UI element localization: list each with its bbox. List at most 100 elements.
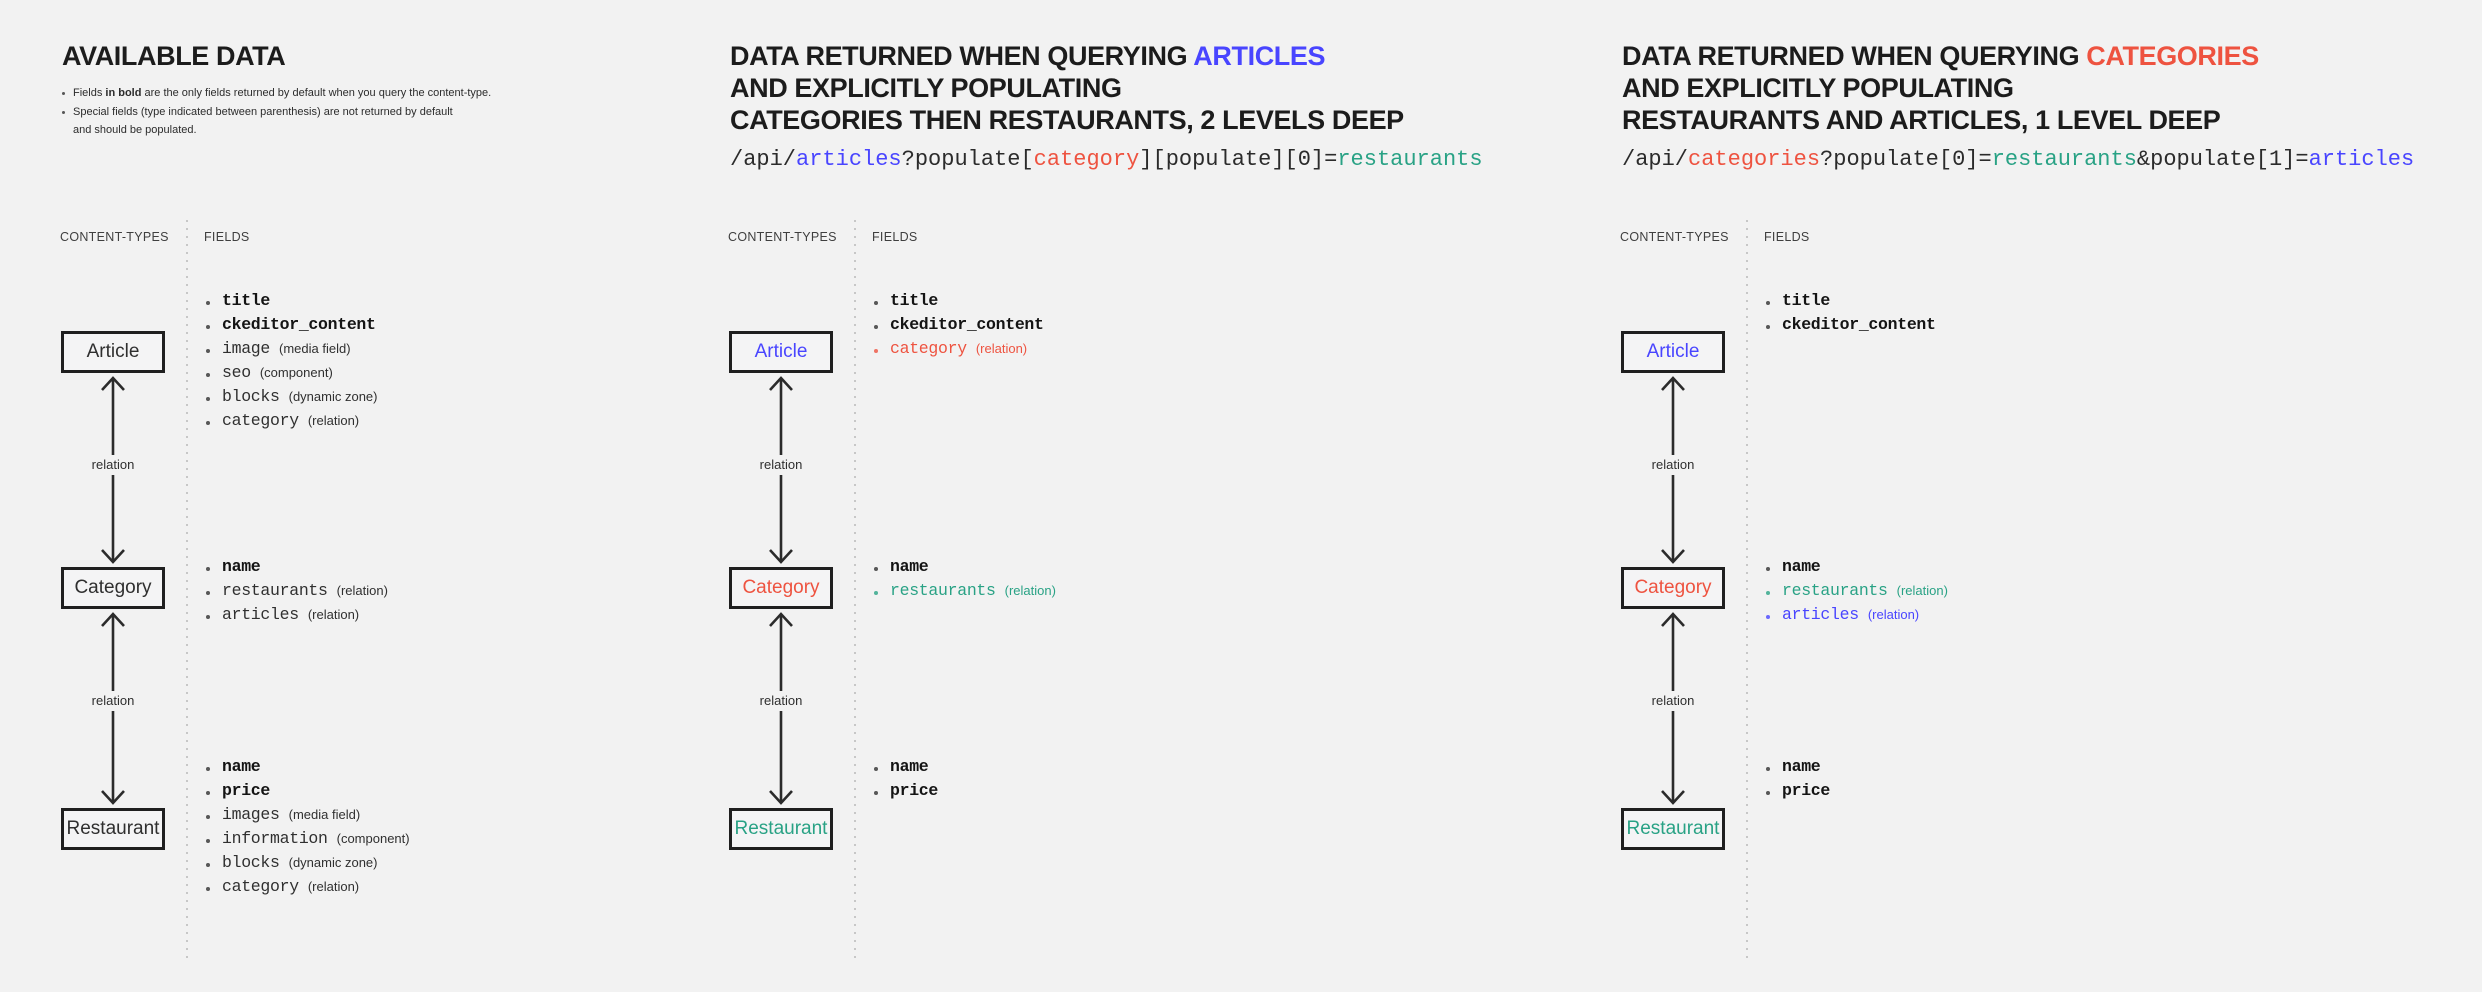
- field-type: (relation): [307, 413, 360, 428]
- bullet-dot: [206, 615, 210, 619]
- field-name: ckeditor_content: [890, 315, 1044, 334]
- field-row-articles: articles (relation): [1764, 605, 1948, 629]
- field-row-title: title: [872, 291, 1044, 315]
- node-box-restaurant: Restaurant: [729, 808, 833, 850]
- bullet-dot: [206, 301, 210, 305]
- node-box-article: Article: [729, 331, 833, 373]
- bullet-dot: [874, 325, 878, 329]
- field-name: title: [890, 291, 939, 310]
- field-name: price: [1782, 781, 1831, 800]
- arrowhead-icon: [1661, 612, 1685, 627]
- note-line: Fields in bold are the only fields retur…: [73, 84, 491, 103]
- field-name: articles: [222, 605, 299, 624]
- field-type: (relation): [336, 583, 388, 598]
- bullet-dot: [874, 591, 878, 595]
- bullet-dot: [206, 815, 210, 819]
- content-types-label: CONTENT-TYPES: [728, 230, 837, 244]
- bullet-dot: [1766, 767, 1770, 771]
- arrowhead-icon: [101, 376, 125, 391]
- node-label: Restaurant: [66, 818, 160, 839]
- title-highlight: CATEGORIES: [2086, 41, 2259, 71]
- field-name: image: [222, 339, 271, 358]
- field-name: images: [222, 805, 280, 824]
- field-row-images: images(media field): [204, 805, 410, 829]
- bullet-dot: [206, 397, 210, 401]
- api-url-segment: ?populate[0]=: [1820, 147, 1992, 172]
- field-row-name: name: [1764, 557, 1948, 581]
- bullet-dot: [206, 767, 210, 771]
- field-name: articles: [1782, 605, 1859, 624]
- bullet-dot: [1766, 301, 1770, 305]
- field-type: (relation): [307, 879, 360, 894]
- bullet-dot: [1766, 567, 1770, 571]
- field-row-restaurants: restaurants(relation): [1764, 581, 1948, 605]
- field-name: price: [222, 781, 271, 800]
- api-url-segment: restaurants: [1991, 147, 2137, 172]
- field-name: name: [222, 557, 261, 576]
- relation-label-text: relation: [87, 691, 139, 711]
- field-name: title: [1782, 291, 1831, 310]
- bullet-dot: [1766, 615, 1770, 619]
- field-type: (dynamic zone): [288, 389, 378, 404]
- api-url-segment: categories: [1688, 147, 1821, 172]
- api-url-segment: articles: [2308, 147, 2415, 172]
- bullet-dot: [874, 301, 878, 305]
- field-name: restaurants: [1782, 581, 1888, 600]
- node-box-category: Category: [61, 567, 165, 609]
- fields-label: FIELDS: [204, 230, 250, 244]
- field-name: category: [222, 411, 299, 430]
- bullet-dot: [62, 110, 65, 114]
- field-name: name: [890, 757, 929, 776]
- field-row-restaurants: restaurants(relation): [204, 581, 388, 605]
- field-row-price: price: [1764, 781, 1830, 805]
- field-name: category: [222, 877, 299, 896]
- arrowhead-icon: [1661, 376, 1685, 391]
- node-box-article: Article: [61, 331, 165, 373]
- bullet-dot: [874, 567, 878, 571]
- node-label: Category: [74, 577, 152, 598]
- note-line: Special fields (type indicated between p…: [73, 103, 453, 122]
- node-box-restaurant: Restaurant: [61, 808, 165, 850]
- api-url-segment: &populate[1]=: [2136, 147, 2309, 172]
- bullet-dot: [206, 863, 210, 867]
- node-box-category: Category: [1621, 567, 1725, 609]
- relation-label-text: relation: [1647, 455, 1699, 475]
- relation-label: relation: [726, 455, 836, 475]
- relation-label-text: relation: [87, 455, 139, 475]
- field-name: name: [222, 757, 261, 776]
- node-label: Restaurant: [1626, 818, 1720, 839]
- bullet-dot: [206, 421, 210, 425]
- field-name: category: [890, 339, 967, 358]
- title-highlight: ARTICLES: [1193, 41, 1326, 71]
- api-url-segment: articles: [796, 147, 902, 172]
- node-label: Category: [1634, 577, 1712, 598]
- arrowhead-icon: [769, 790, 793, 805]
- content-types-label: CONTENT-TYPES: [60, 230, 169, 244]
- bullet-dot: [874, 767, 878, 771]
- node-label: Article: [86, 341, 140, 362]
- fields-label: FIELDS: [872, 230, 918, 244]
- arrowhead-icon: [769, 612, 793, 627]
- field-name: information: [222, 829, 328, 848]
- api-url-segment: ?populate[: [901, 147, 1034, 172]
- field-name: price: [890, 781, 939, 800]
- panel-title: AVAILABLE DATA: [62, 40, 286, 72]
- field-row-image: image(media field): [204, 339, 378, 363]
- field-type: (relation): [1867, 607, 1920, 622]
- notes-list: Fields in bold are the only fields retur…: [62, 84, 491, 140]
- arrowhead-icon: [101, 612, 125, 627]
- note-seg: are the only fields returned by default …: [141, 87, 492, 99]
- field-name: blocks: [222, 387, 280, 406]
- bullet-dot: [1766, 325, 1770, 329]
- field-row-articles: articles(relation): [204, 605, 388, 629]
- arrowhead-icon: [769, 376, 793, 391]
- field-row-information: information(component): [204, 829, 410, 853]
